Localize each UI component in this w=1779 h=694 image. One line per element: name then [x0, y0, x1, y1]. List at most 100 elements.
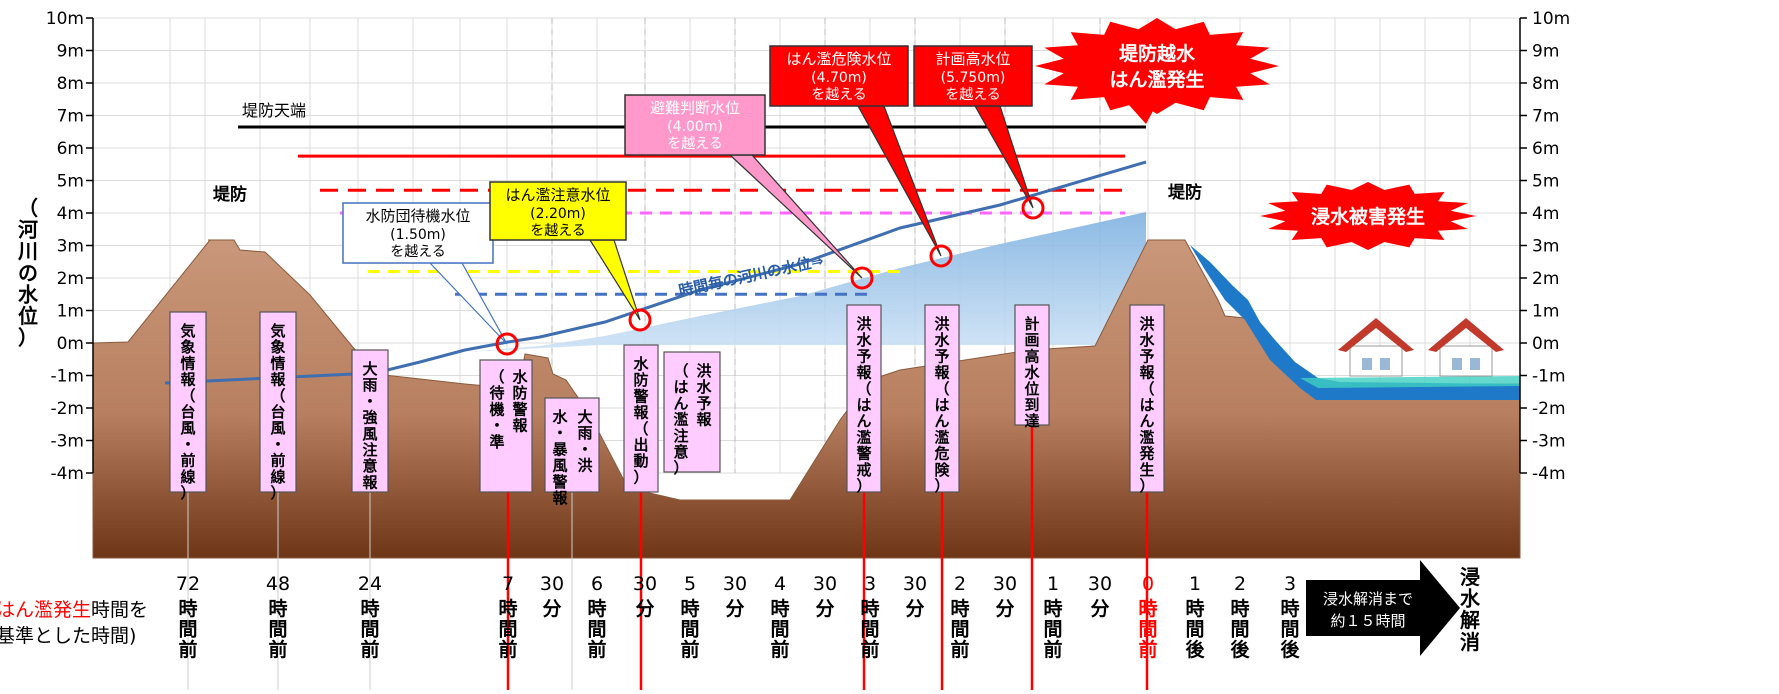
- curve-label: 時間毎の河川の水位⇒: [677, 252, 825, 300]
- y-tick-label-right: -3m: [1532, 432, 1566, 452]
- y-tick-label-right: 6m: [1532, 139, 1559, 159]
- river-level-curve: [164, 160, 1147, 385]
- timeline-caption-line2: 基準とした時間): [0, 625, 136, 647]
- timeline-caption-line1: はん濫発生時間を: [0, 599, 148, 621]
- time-tick-number: 2: [1234, 573, 1246, 595]
- y-tick-label-left: 5m: [57, 172, 84, 192]
- callout-suffix-plan: を越える: [945, 87, 1001, 103]
- burst-overtopping-line2: はん濫発生: [1109, 68, 1204, 91]
- callout-title-caution: はん濫注意水位: [505, 186, 610, 204]
- warning-box: [479, 359, 533, 493]
- time-tick-unit: 時間前: [178, 598, 197, 661]
- warning-box: [544, 397, 600, 493]
- y-tick-label-left: 1m: [57, 302, 84, 322]
- callout-suffix-evacuation: を越える: [667, 136, 723, 152]
- callout-title-evacuation: 避難判断水位: [650, 99, 740, 117]
- warning-text: 大雨・強風注意報: [362, 360, 378, 491]
- time-tick-number: 7: [502, 573, 514, 595]
- y-tick-label-left: -2m: [50, 399, 84, 419]
- callout-box-standby: [342, 202, 494, 264]
- warning-box: [623, 344, 659, 493]
- house-icon: [1338, 318, 1414, 377]
- burst-overtopping-line1: 堤防越水: [1119, 42, 1196, 65]
- level-callouts: 水防団待機水位(1.50m)を越えるはん濫注意水位(2.20m)を越える避難判断…: [342, 45, 1045, 356]
- time-tick-unit: 時間前: [860, 598, 879, 661]
- flood-water-surface: [1300, 376, 1520, 388]
- time-tick-unit: 分: [1090, 598, 1109, 620]
- time-tick-unit: 時間前: [498, 598, 517, 661]
- time-tick-unit: 分: [542, 598, 561, 620]
- time-tick-number: 48: [266, 573, 290, 595]
- time-tick-number: 3: [864, 573, 876, 595]
- callout-box-plan: [913, 45, 1033, 107]
- y-tick-label-right: -4m: [1532, 464, 1566, 484]
- time-tick-unit: 分: [725, 598, 744, 620]
- duration-arrow: [1306, 560, 1460, 656]
- burst-inundation-text: 浸水被害発生: [1311, 205, 1425, 228]
- time-tick-unit: 時間前: [360, 598, 379, 661]
- y-tick-label-left: -3m: [50, 432, 84, 452]
- callout-suffix-caution: を越える: [530, 223, 586, 239]
- y-tick-label-left: 3m: [57, 237, 84, 257]
- timeline: 72時間前48時間前24時間前7時間前30分6時間前30分5時間前30分4時間前…: [0, 560, 1481, 661]
- y-axis-title: （河川の水位）: [17, 196, 39, 350]
- y-tick-label-right: -1m: [1532, 367, 1566, 387]
- y-tick-label-left: 4m: [57, 204, 84, 224]
- warning-box: [169, 311, 207, 493]
- warning-box: [663, 351, 721, 473]
- callout-title-plan: 計画高水位: [935, 50, 1010, 68]
- time-tick-number: 5: [684, 573, 696, 595]
- warning-box: [351, 349, 389, 493]
- y-tick-label-left: -1m: [50, 367, 84, 387]
- y-tick-label-right: 3m: [1532, 237, 1559, 257]
- time-tick-number: 6: [591, 573, 603, 595]
- warning-text: 気象情報（台風・前線）: [180, 322, 196, 502]
- caption-rest-part: 時間を: [91, 599, 148, 621]
- warning-box: [1129, 304, 1165, 493]
- warning-text-col: 洪水予報: [696, 362, 712, 429]
- time-tick-unit: 分: [635, 598, 654, 620]
- burst-inundation: [1260, 182, 1476, 250]
- time-tick-unit: 分: [815, 598, 834, 620]
- duration-arrow-line1: 浸水解消まで: [1323, 590, 1413, 608]
- y-tick-label-right: 4m: [1532, 204, 1559, 224]
- callout-value-danger: (4.70m): [811, 70, 867, 86]
- time-tick-unit: 時間前: [770, 598, 789, 661]
- level-crossing-marker: [628, 308, 652, 332]
- time-tick-number: 30: [813, 573, 837, 595]
- time-tick-unit: 時間前: [680, 598, 699, 661]
- ground-levee: [92, 239, 1521, 559]
- warning-text: 洪水予報（はん濫危険）: [934, 315, 950, 495]
- warning-text-col: 水・暴風警報: [551, 408, 568, 507]
- warning-text-col: （待機・準: [489, 368, 504, 451]
- warning-text: 計画高水位到達: [1024, 315, 1040, 430]
- time-tick-number: 0: [1142, 573, 1154, 595]
- warning-text-col: 水防警報: [511, 368, 528, 435]
- time-tick-unit: 分: [995, 598, 1014, 620]
- y-tick-label-right: 8m: [1532, 74, 1559, 94]
- callout-pointer-standby: [428, 262, 508, 345]
- house-icon: [1428, 318, 1504, 377]
- time-tick-number: 2: [954, 573, 966, 595]
- y-tick-label-right: 9m: [1532, 42, 1559, 62]
- callout-value-caution: (2.20m): [530, 206, 586, 222]
- y-tick-label-left: 7m: [57, 107, 84, 127]
- y-tick-label-right: 0m: [1532, 334, 1559, 354]
- callout-box-danger: [769, 45, 909, 107]
- time-tick-unit: 時間後: [1280, 598, 1300, 661]
- callout-box-caution: [489, 181, 627, 241]
- time-tick-number: 72: [176, 573, 200, 595]
- callout-box-evacuation: [624, 94, 766, 156]
- y-tick-label-right: 1m: [1532, 302, 1559, 322]
- time-tick-number: 24: [358, 573, 382, 595]
- warning-text: 洪水予報（はん濫警戒）: [855, 315, 872, 495]
- callout-value-plan: (5.750m): [941, 70, 1006, 86]
- time-tick-unit: 分: [905, 598, 924, 620]
- time-tick-number: 1: [1047, 573, 1059, 595]
- y-tick-label-right: 5m: [1532, 172, 1559, 192]
- warning-box: [924, 304, 960, 493]
- y-tick-label-left: 10m: [46, 9, 84, 29]
- level-crossing-marker: [850, 266, 874, 290]
